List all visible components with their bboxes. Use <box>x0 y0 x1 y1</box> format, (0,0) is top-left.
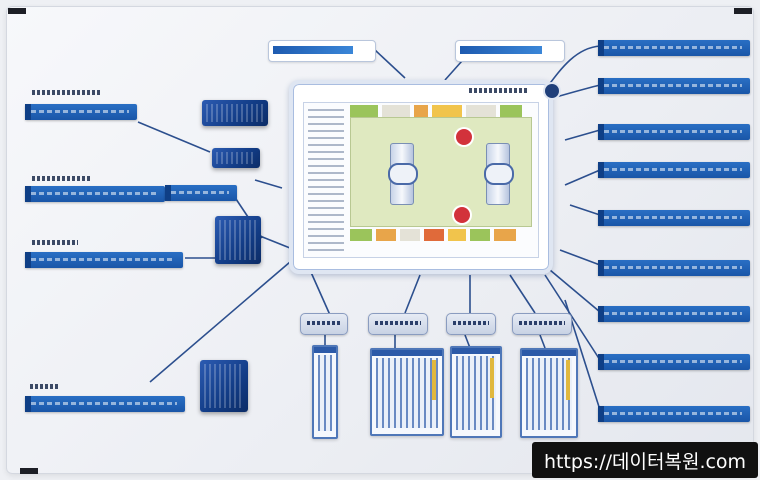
legend-swatch <box>350 105 378 117</box>
left-label-3 <box>25 252 183 268</box>
legend-swatch <box>494 229 516 241</box>
data-rack-icon <box>370 348 444 436</box>
connector-node-icon <box>512 313 572 335</box>
right-label-1 <box>598 40 750 56</box>
alert-dot-top <box>456 129 472 145</box>
right-label-9 <box>598 406 750 422</box>
server-unit-icon <box>215 216 261 264</box>
connector-node-icon <box>368 313 428 335</box>
left-caption-1 <box>32 90 102 95</box>
monitor-list <box>308 109 344 251</box>
legend-swatch <box>350 229 372 241</box>
right-label-5 <box>598 210 750 226</box>
left-label-2b <box>165 185 237 201</box>
legend-swatch <box>424 229 444 241</box>
panel-device-1 <box>202 100 268 126</box>
right-label-3 <box>598 124 750 140</box>
right-label-2 <box>598 78 750 94</box>
data-rack-icon <box>520 348 578 438</box>
data-rack-icon <box>312 345 338 439</box>
legend-swatch <box>376 229 396 241</box>
connector-node-icon <box>446 313 496 335</box>
right-label-8 <box>598 354 750 370</box>
left-caption-2 <box>32 176 92 181</box>
board-corner-tl <box>8 8 26 14</box>
legend-swatch <box>382 105 410 117</box>
monitor-screen-icon <box>289 80 559 274</box>
gauge-left <box>388 163 418 185</box>
panel-device-2 <box>212 148 260 168</box>
monitor-top-swatches <box>350 105 532 117</box>
right-label-4 <box>598 162 750 178</box>
monitor-bottom-swatches <box>350 229 532 241</box>
board-corner-tr <box>734 8 752 14</box>
gauge-right <box>484 163 514 185</box>
connector-node-icon <box>300 313 348 335</box>
right-label-6 <box>598 260 750 276</box>
monitor-knob <box>545 84 559 98</box>
legend-swatch <box>470 229 490 241</box>
legend-swatch <box>448 229 466 241</box>
legend-swatch <box>414 105 428 117</box>
board-corner-bl <box>20 468 38 474</box>
top-label-b <box>455 40 565 62</box>
left-caption-4 <box>30 384 60 389</box>
legend-swatch <box>500 105 522 117</box>
legend-swatch <box>400 229 420 241</box>
legend-swatch <box>432 105 462 117</box>
monitor-caption <box>469 88 529 93</box>
right-label-7 <box>598 306 750 322</box>
watermark: https://데이터복원.com <box>532 442 758 478</box>
left-caption-3 <box>32 240 78 245</box>
data-rack-icon <box>450 346 502 438</box>
left-label-1 <box>25 104 137 120</box>
top-label-a <box>268 40 376 62</box>
left-label-4 <box>25 396 185 412</box>
monitor-screen <box>303 102 539 258</box>
legend-swatch <box>466 105 496 117</box>
left-label-2 <box>25 186 165 202</box>
server-unit-icon <box>200 360 248 412</box>
alert-dot-bottom <box>454 207 470 223</box>
